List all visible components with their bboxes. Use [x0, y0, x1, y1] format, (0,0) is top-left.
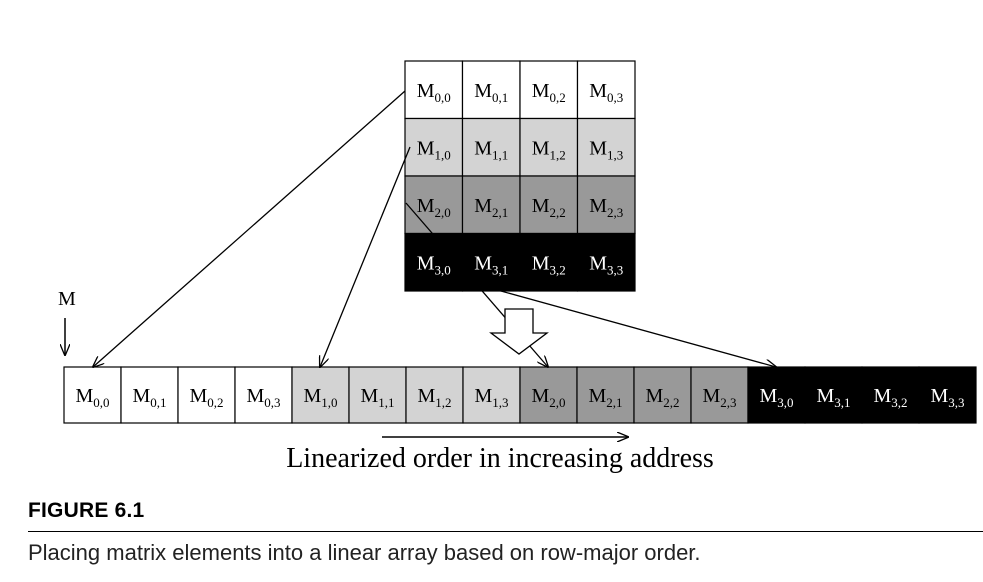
array-cell-3-3-label: M3,3: [930, 385, 964, 410]
array-cell-2-0: M2,0: [519, 366, 578, 424]
figure-caption: Placing matrix elements into a linear ar…: [28, 540, 701, 565]
array-cell-0-2-box: [177, 366, 236, 424]
array-cell-1-0-label: M1,0: [303, 385, 337, 410]
array-cell-3-0-box: [747, 366, 806, 424]
matrix-cell-0-3-box: [576, 60, 636, 120]
matrix-grid: M0,0 M0,1 M0,2 M0,3M1,0 M1,1 M1,2 M1,3M2,0 M2,1…: [404, 60, 636, 292]
array-cell-2-2-box: [633, 366, 692, 424]
array-cell-1-3-label: M1,3: [474, 385, 508, 410]
array-cell-0-3-label: M0,3: [246, 385, 280, 410]
matrix-cell-1-1-box: [461, 117, 521, 177]
matrix-cell-1-3-box: [576, 117, 636, 177]
matrix-cell-0-0-box: [404, 60, 464, 120]
matrix-cell-2-0: M2,0: [404, 175, 464, 235]
array-cell-0-0-box: [63, 366, 122, 424]
matrix-cell-0-0: M0,0: [404, 60, 464, 120]
matrix-cell-1-0: M1,0: [404, 117, 464, 177]
array-cell-2-3: M2,3: [690, 366, 749, 424]
matrix-cell-3-3-label: M3,3: [589, 252, 623, 277]
matrix-cell-2-1-label: M2,1: [474, 195, 508, 220]
array-cell-3-2-label: M3,2: [873, 385, 907, 410]
matrix-cell-2-0-label: M2,0: [417, 195, 451, 220]
array-cell-2-3-box: [690, 366, 749, 424]
matrix-cell-2-2: M2,2: [519, 175, 579, 235]
array-cell-2-3-label: M2,3: [702, 385, 736, 410]
array-cell-3-0: M3,0: [747, 366, 806, 424]
array-cell-2-0-label: M2,0: [531, 385, 565, 410]
array-cell-0-2: M0,2: [177, 366, 236, 424]
caption-divider: [28, 531, 983, 532]
matrix-cell-2-3: M2,3: [576, 175, 636, 235]
matrix-cell-3-3-box: [576, 232, 636, 292]
figure-title: FIGURE 6.1: [28, 499, 145, 522]
matrix-cell-1-2-label: M1,2: [532, 137, 566, 162]
array-cell-0-1: M0,1: [120, 366, 179, 424]
matrix-cell-3-3: M3,3: [576, 232, 636, 292]
array-cell-0-3-box: [234, 366, 293, 424]
matrix-cell-0-2-label: M0,2: [532, 80, 566, 105]
array-cell-3-3-box: [918, 366, 977, 424]
matrix-cell-0-3-label: M0,3: [589, 80, 623, 105]
array-cell-1-2-label: M1,2: [417, 385, 451, 410]
array-cell-0-2-label: M0,2: [189, 385, 223, 410]
array-cell-1-0: M1,0: [291, 366, 350, 424]
matrix-cell-1-0-label: M1,0: [417, 137, 451, 162]
array-cell-2-2: M2,2: [633, 366, 692, 424]
matrix-cell-2-3-label: M2,3: [589, 195, 623, 220]
matrix-cell-2-2-box: [519, 175, 579, 235]
hollow-down-arrow: [489, 308, 549, 355]
matrix-cell-0-2: M0,2: [519, 60, 579, 120]
matrix-cell-1-2: M1,2: [519, 117, 579, 177]
array-cell-0-1-label: M0,1: [132, 385, 166, 410]
array-cell-3-2-box: [861, 366, 920, 424]
matrix-cell-1-3: M1,3: [576, 117, 636, 177]
matrix-cell-0-2-box: [519, 60, 579, 120]
matrix-cell-2-1: M2,1: [461, 175, 521, 235]
matrix-cell-3-0-label: M3,0: [417, 252, 451, 277]
matrix-cell-3-1-label: M3,1: [474, 252, 508, 277]
array-cell-3-1-label: M3,1: [816, 385, 850, 410]
matrix-cell-3-0: M3,0: [404, 232, 464, 292]
matrix-cell-1-1-label: M1,1: [474, 137, 508, 162]
array-cell-3-1: M3,1: [804, 366, 863, 424]
matrix-cell-3-1: M3,1: [461, 232, 521, 292]
matrix-cell-1-3-label: M1,3: [589, 137, 623, 162]
array-cell-2-1: M2,1: [576, 366, 635, 424]
matrix-cell-2-3-box: [576, 175, 636, 235]
mapping-arrows: [93, 90, 776, 367]
array-cell-2-1-label: M2,1: [588, 385, 622, 410]
array-cell-1-2-box: [405, 366, 464, 424]
array-cell-0-3: M0,3: [234, 366, 293, 424]
matrix-cell-3-2: M3,2: [519, 232, 579, 292]
array-pointer-label: M: [58, 288, 76, 310]
array-cell-1-3-box: [462, 366, 521, 424]
array-cell-3-0-label: M3,0: [759, 385, 793, 410]
row-0-mapping-arrow: [93, 90, 406, 367]
matrix-cell-1-1: M1,1: [461, 117, 521, 177]
array-cell-1-1-label: M1,1: [360, 385, 394, 410]
matrix-cell-0-1: M0,1: [461, 60, 521, 120]
linear-array: M0,0 M0,1 M0,2 M0,3 M1,0 M1,1 M1,2 M1,3 M2,0 M2,1…: [63, 366, 977, 424]
matrix-cell-0-1-label: M0,1: [474, 80, 508, 105]
matrix-cell-1-0-box: [404, 117, 464, 177]
array-cell-1-0-box: [291, 366, 350, 424]
array-cell-1-1: M1,1: [348, 366, 407, 424]
linearized-order-label: Linearized order in increasing address: [286, 443, 714, 474]
array-cell-3-2: M3,2: [861, 366, 920, 424]
row-1-mapping-arrow: [320, 146, 411, 367]
array-cell-1-3: M1,3: [462, 366, 521, 424]
array-cell-1-2: M1,2: [405, 366, 464, 424]
array-cell-0-0: M0,0: [63, 366, 122, 424]
array-cell-0-0-label: M0,0: [75, 385, 109, 410]
matrix-cell-2-2-label: M2,2: [532, 195, 566, 220]
matrix-cell-3-2-label: M3,2: [532, 252, 566, 277]
row-3-mapping-arrow: [489, 287, 776, 367]
matrix-cell-0-3: M0,3: [576, 60, 636, 120]
matrix-cell-0-0-label: M0,0: [417, 80, 451, 105]
array-cell-3-3: M3,3: [918, 366, 977, 424]
array-cell-2-2-label: M2,2: [645, 385, 679, 410]
